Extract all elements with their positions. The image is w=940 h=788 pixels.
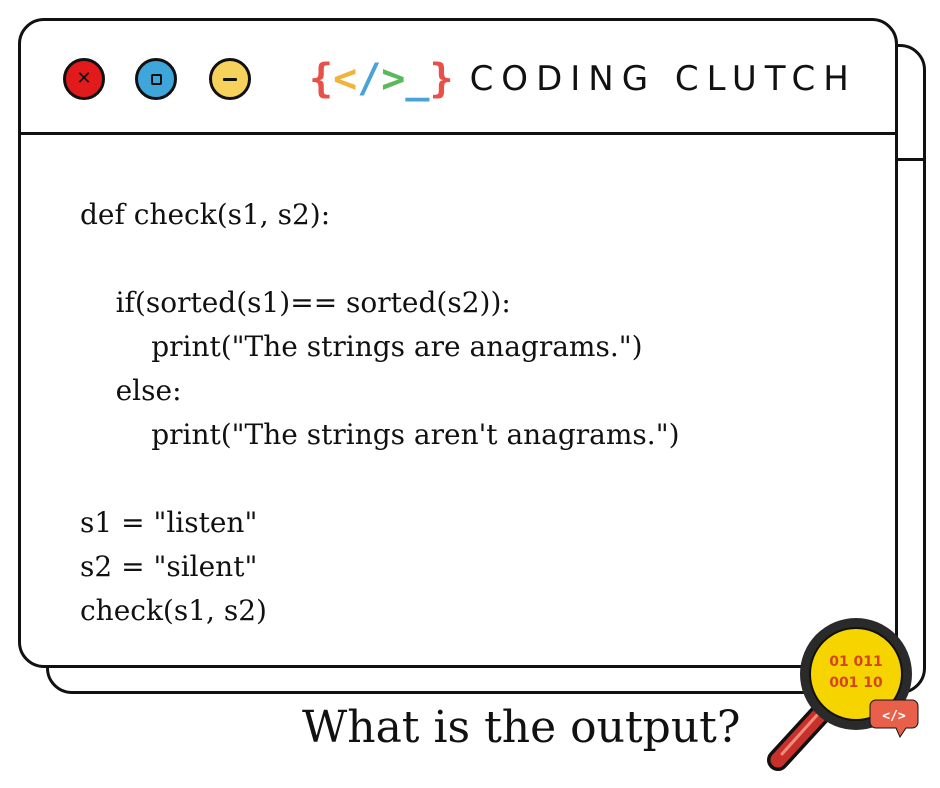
magnifier-icon: 01 011 001 10 </> [767, 618, 919, 771]
code-line [80, 237, 680, 281]
code-line: if(sorted(s1)== sorted(s2)): [80, 286, 511, 319]
minimize-button[interactable] [209, 58, 251, 100]
code-line: def check(s1, s2): [80, 198, 331, 231]
question-text: What is the output? [302, 702, 741, 753]
binary-text-2: 001 10 [829, 675, 883, 691]
maximize-button[interactable] [135, 58, 177, 100]
close-icon: ✕ [76, 68, 92, 89]
binary-text-1: 01 011 [829, 654, 883, 670]
code-line: s1 = "listen" [80, 506, 258, 539]
code-brackets-icon: {</>_} [309, 56, 454, 102]
close-button[interactable]: ✕ [63, 58, 105, 100]
code-line: print("The strings are anagrams.") [80, 330, 643, 363]
code-line: else: [80, 374, 182, 407]
code-badge-text: </> [882, 709, 906, 724]
code-line [80, 457, 680, 501]
brand-logo: {</>_} CODING CLUTCH [309, 59, 857, 99]
code-line: check(s1, s2) [80, 594, 267, 627]
code-line: s2 = "silent" [80, 550, 258, 583]
minimize-icon [223, 77, 237, 81]
title-bar: ✕ {</>_} CODING CLUTCH [21, 21, 895, 135]
code-block: def check(s1, s2): if(sorted(s1)== sorte… [80, 193, 680, 633]
code-window: ✕ {</>_} CODING CLUTCH def check(s1, s2)… [18, 18, 898, 668]
brand-name: CODING CLUTCH [469, 59, 857, 99]
maximize-icon [150, 73, 162, 85]
code-line: print("The strings aren't anagrams.") [80, 418, 680, 451]
